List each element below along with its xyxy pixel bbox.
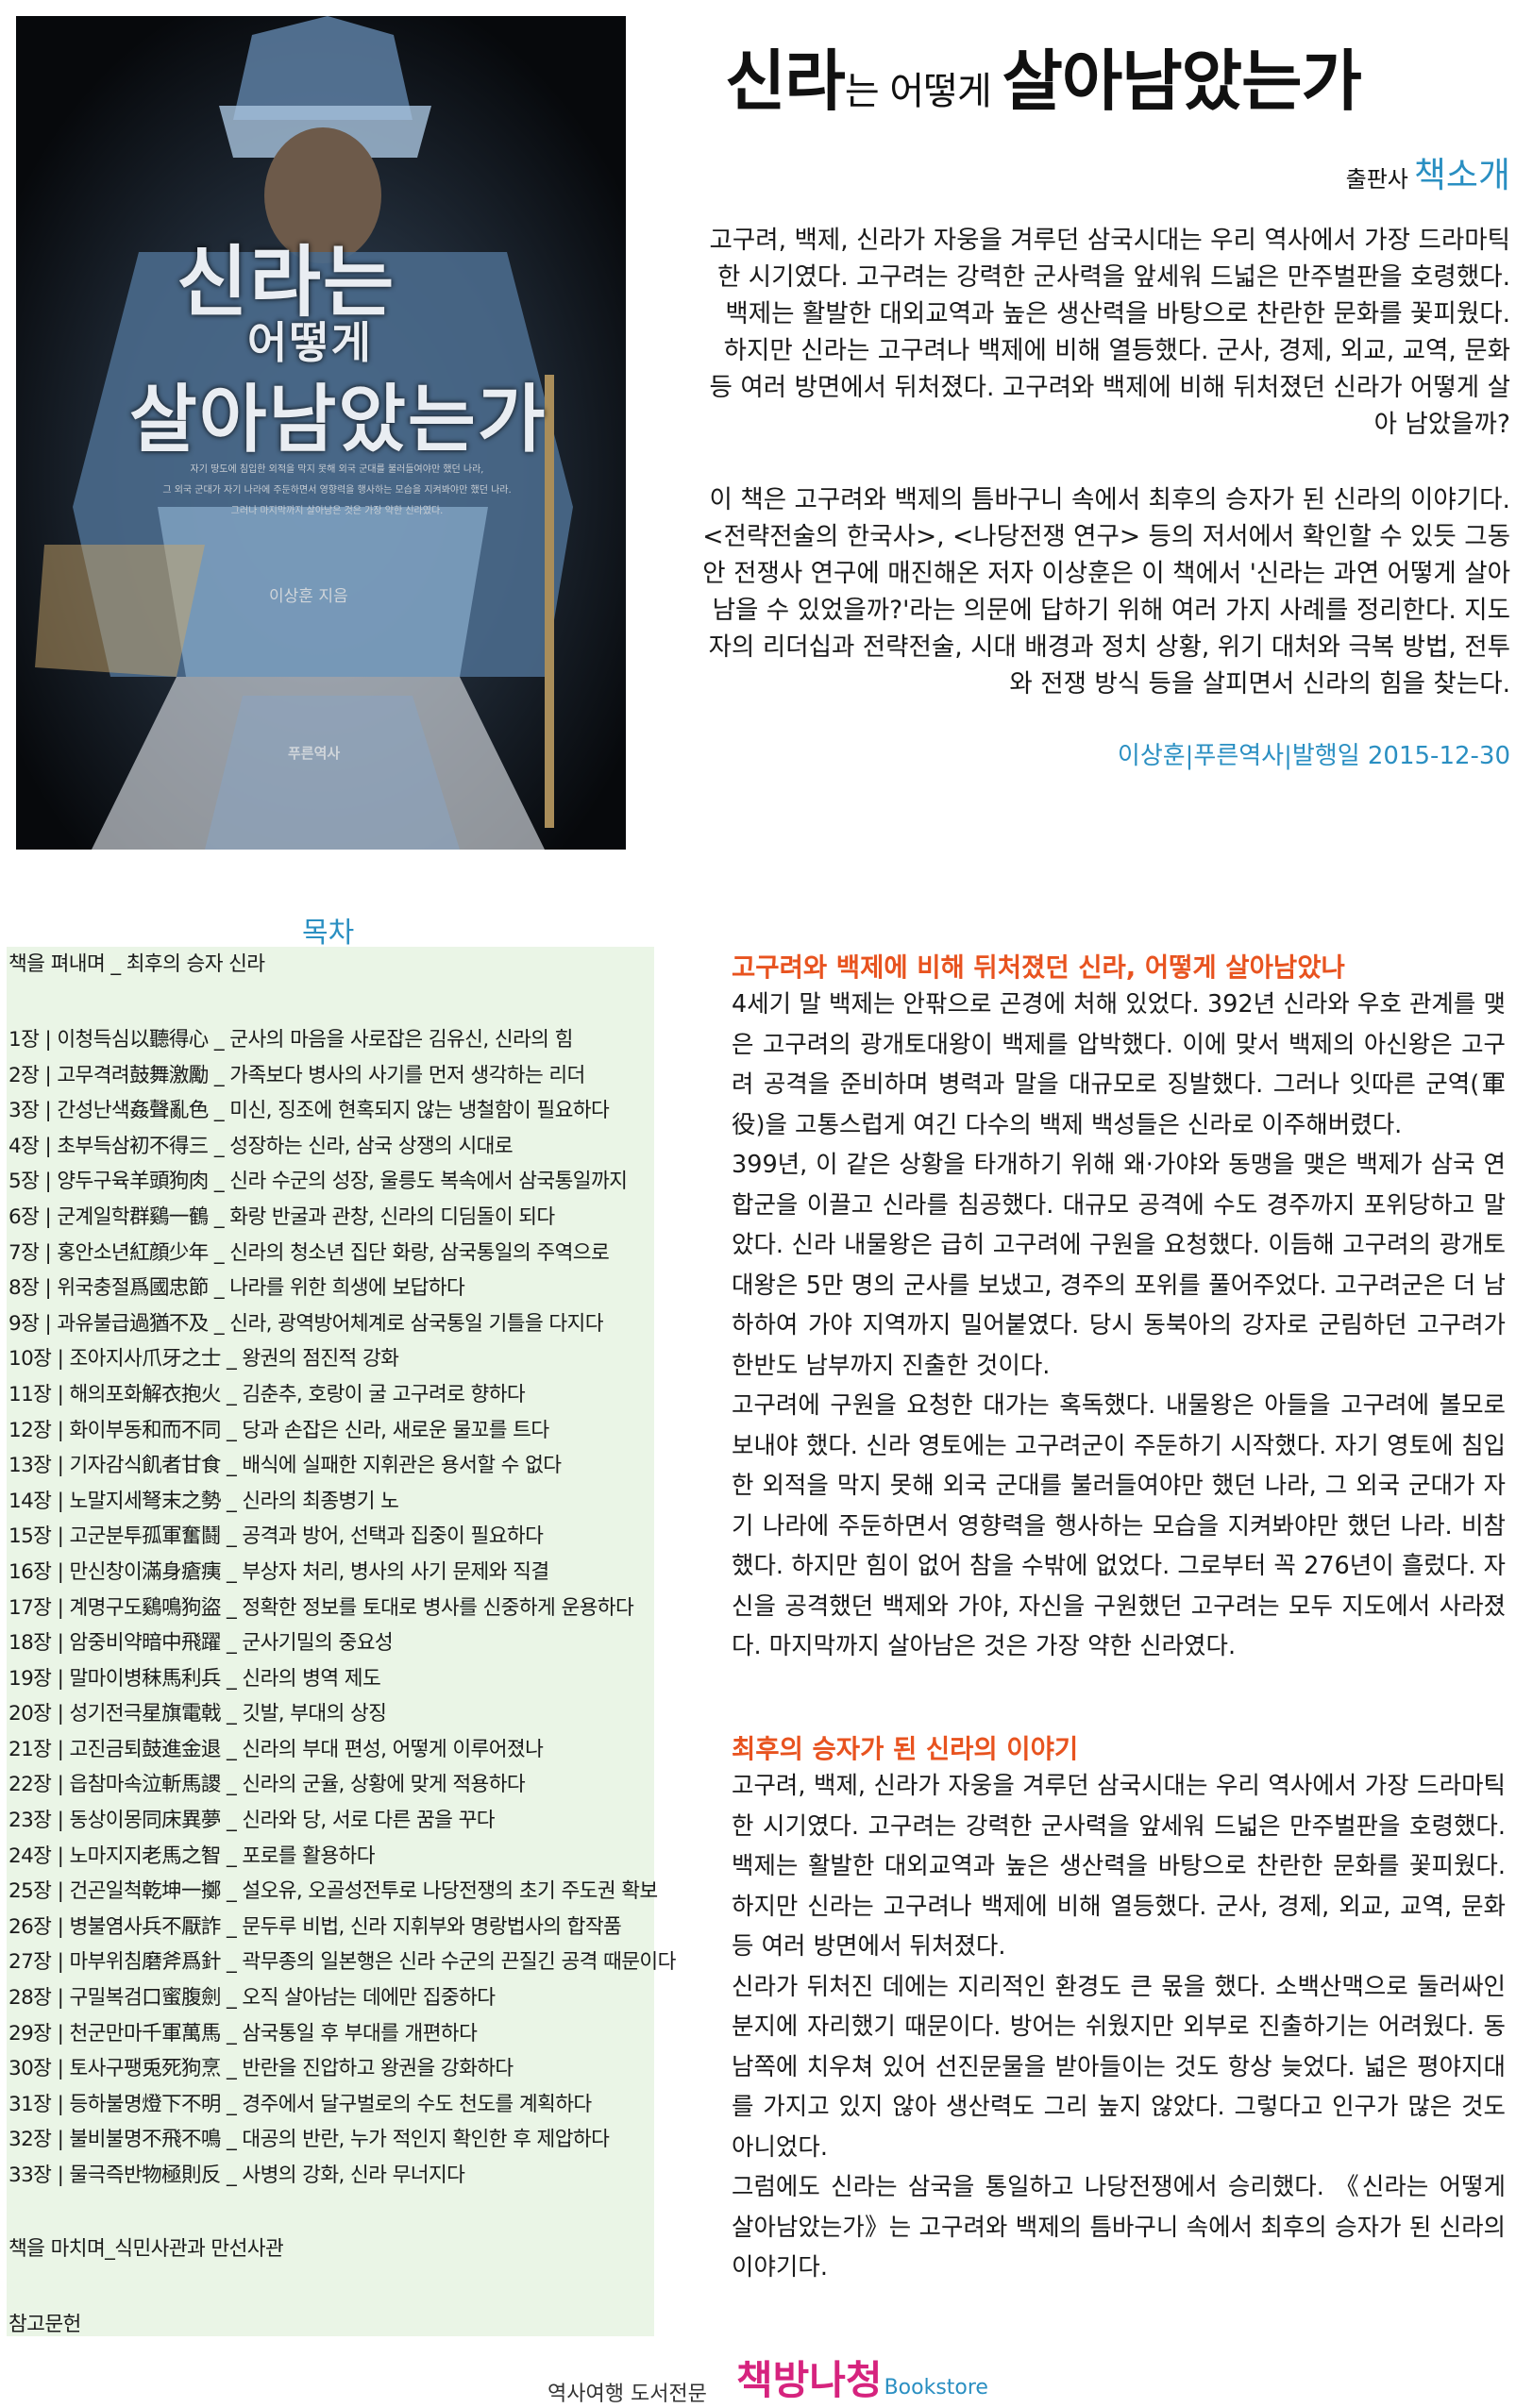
toc-references: 참고문헌 bbox=[8, 2312, 81, 2336]
cover-title-line2: 어떻게 bbox=[247, 317, 373, 368]
title-part: 신라 bbox=[725, 42, 846, 120]
book-cover-image: 신라는 어떻게 살아남았는가 자기 땅도에 침입한 외적을 막지 못해 외국 군… bbox=[16, 16, 626, 850]
section-body: 4세기 말 백제는 안팎으로 곤경에 처해 있었다. 392년 신라와 우호 관… bbox=[732, 985, 1506, 1667]
toc-item: 2장 | 고무격려鼓舞激勵 _ 가족보다 병사의 사기를 먼저 생각하는 리더 bbox=[8, 1063, 585, 1087]
toc-item: 28장 | 구밀복검口蜜腹劍 _ 오직 살아남는 데에만 집중하다 bbox=[8, 1986, 496, 2011]
toc-spacer bbox=[8, 2269, 660, 2307]
toc-background bbox=[7, 947, 654, 2336]
section-paragraph: 고구려, 백제, 신라가 자웅을 겨루던 삼국시대는 우리 역사에서 가장 드라… bbox=[732, 1772, 1506, 1961]
toc-item: 8장 | 위국충절爲國忠節 _ 나라를 위한 희생에 보답하다 bbox=[8, 1276, 465, 1301]
toc-item: 6장 | 군계일학群鷄一鶴 _ 화랑 반굴과 관창, 신라의 디딤돌이 되다 bbox=[8, 1204, 555, 1229]
toc-item: 13장 | 기자감식飢者甘食 _ 배식에 실패한 지휘관은 용서할 수 없다 bbox=[8, 1454, 562, 1478]
section-heading: 고구려와 백제에 비해 뒤처졌던 신라, 어떻게 살아남았나 bbox=[732, 952, 1345, 983]
toc-spacer bbox=[8, 985, 660, 1022]
section-body: 고구려, 백제, 신라가 자웅을 겨루던 삼국시대는 우리 역사에서 가장 드라… bbox=[732, 1766, 1506, 2288]
intro-paragraph: 이 책은 고구려와 백제의 틈바구니 속에서 최후의 승자가 된 신라의 이야기… bbox=[702, 485, 1510, 699]
toc-item: 29장 | 천군만마千軍萬馬 _ 삼국통일 후 부대를 개편하다 bbox=[8, 2021, 478, 2046]
toc-item: 20장 | 성기전극星旗電戟 _ 깃발, 부대의 상징 bbox=[8, 1702, 387, 1726]
title-part: 살아남았는가 bbox=[1002, 42, 1361, 120]
toc-item: 27장 | 마부위침磨斧爲針 _ 곽무종의 일본행은 신라 수군의 끈질긴 공격… bbox=[8, 1950, 676, 1975]
toc-item: 25장 | 건곤일척乾坤一擲 _ 설오유, 오골성전투로 나당전쟁의 초기 주도… bbox=[8, 1879, 658, 1904]
page-title: 신라는 어떻게 살아남았는가 bbox=[725, 28, 1508, 124]
toc-item: 4장 | 초부득삼初不得三 _ 성장하는 신라, 삼국 상쟁의 시대로 bbox=[8, 1134, 514, 1158]
toc-item: 10장 | 조아지사爪牙之士 _ 왕권의 점진적 강화 bbox=[8, 1347, 399, 1372]
toc-item: 32장 | 불비불명不飛不鳴 _ 대공의 반란, 누가 적인지 확인한 후 제압… bbox=[8, 2128, 610, 2152]
cover-author: 이상훈 지음 bbox=[269, 587, 348, 606]
toc-item: 15장 | 고군분투孤軍奮鬪 _ 공격과 방어, 선택과 집중이 필요하다 bbox=[8, 1524, 544, 1549]
toc-item: 7장 | 홍안소년紅顔少年 _ 신라의 청소년 집단 화랑, 삼국통일의 주역으… bbox=[8, 1240, 610, 1265]
toc-item: 23장 | 동상이몽同床異夢 _ 신라와 당, 서로 다른 꿈을 꾸다 bbox=[8, 1809, 496, 1833]
toc-preface: 책을 펴내며 _ 최후의 승자 신라 bbox=[8, 952, 265, 976]
publication-info: 이상훈|푸른역사|발행일 2015-12-30 bbox=[1117, 742, 1510, 770]
intro-heading-label: 출판사 bbox=[1345, 166, 1408, 193]
toc-item: 26장 | 병불염사兵不厭詐 _ 문두루 비법, 신라 지휘부와 명랑법사의 합… bbox=[8, 1914, 622, 1939]
section-paragraph: 399년, 이 같은 상황을 타개하기 위해 왜·가야와 동맹을 맺은 백제가 … bbox=[732, 1151, 1506, 1380]
toc-item: 12장 | 화이부동和而不同 _ 당과 손잡은 신라, 새로운 물꼬를 트다 bbox=[8, 1418, 549, 1442]
section-paragraph: 신라가 뒤처진 데에는 지리적인 환경도 큰 몫을 했다. 소백산맥으로 둘러싸… bbox=[732, 1972, 1506, 2162]
cover-description-line: 자기 땅도에 침입한 외적을 막지 못해 외국 군대를 불러들여야만 했던 나라… bbox=[190, 464, 484, 475]
intro-paragraph: 고구려, 백제, 신라가 자웅을 겨루던 삼국시대는 우리 역사에서 가장 드라… bbox=[709, 226, 1510, 439]
section-paragraph: 4세기 말 백제는 안팎으로 곤경에 처해 있었다. 392년 신라와 우호 관… bbox=[732, 990, 1506, 1139]
toc-item: 3장 | 간성난색姦聲亂色 _ 미신, 징조에 현혹되지 않는 냉철함이 필요하… bbox=[8, 1099, 610, 1123]
toc-item: 11장 | 해의포화解衣抱火 _ 김춘추, 호랑이 굴 고구려로 향하다 bbox=[8, 1382, 526, 1406]
cover-description: 자기 땅도에 침입한 외적을 막지 못해 외국 군대를 불러들여야만 했던 나라… bbox=[106, 460, 568, 522]
toc-spacer bbox=[8, 2194, 660, 2231]
cover-title-line3: 살아남았는가 bbox=[129, 377, 547, 463]
section-paragraph: 고구려에 구원을 요청한 대가는 혹독했다. 내물왕은 아들을 고구려에 볼모로… bbox=[732, 1391, 1506, 1660]
cover-title-line1: 신라는 bbox=[177, 237, 396, 328]
toc-list: 책을 펴내며 _ 최후의 승자 신라 1장 | 이청득심以聽得心 _ 군사의 마… bbox=[8, 947, 676, 2342]
toc-item: 5장 | 양두구육羊頭狗肉 _ 신라 수군의 성장, 울릉도 복속에서 삼국통일… bbox=[8, 1170, 628, 1194]
toc-item: 31장 | 등하불명燈下不明 _ 경주에서 달구벌로의 수도 천도를 계획하다 bbox=[8, 2092, 592, 2116]
cover-publisher: 푸른역사 bbox=[288, 745, 341, 762]
bookstore-logo-text: 책방나청 bbox=[736, 2357, 883, 2403]
toc-item: 30장 | 토사구팽兎死狗烹 _ 반란을 진압하고 왕권을 강화하다 bbox=[8, 2057, 514, 2081]
section-heading: 최후의 승자가 된 신라의 이야기 bbox=[732, 1734, 1079, 1764]
toc-item: 33장 | 물극즉반物極則反 _ 사병의 강화, 신라 무너지다 bbox=[8, 2164, 465, 2187]
title-part: 어떻게 bbox=[878, 70, 1002, 113]
toc-item: 1장 | 이청득심以聽得心 _ 군사의 마음을 사로잡은 김유신, 신라의 힘 bbox=[8, 1028, 573, 1052]
bookstore-logo-en: Bookstore bbox=[884, 2376, 988, 2400]
section-paragraph: 그럼에도 신라는 삼국을 통일하고 나당전쟁에서 승리했다. 《신라는 어떻게 … bbox=[732, 2173, 1506, 2282]
toc-item: 18장 | 암중비약暗中飛躍 _ 군사기밀의 중요성 bbox=[8, 1631, 394, 1656]
toc-item: 9장 | 과유불급過猶不及 _ 신라, 광역방어체계로 삼국통일 기틀을 다지다 bbox=[8, 1311, 604, 1336]
toc-item: 19장 | 말마이병秣馬利兵 _ 신라의 병역 제도 bbox=[8, 1666, 381, 1691]
toc-item: 22장 | 읍참마속泣斬馬謖 _ 신라의 군율, 상황에 맞게 적용하다 bbox=[8, 1773, 526, 1797]
toc-item: 14장 | 노말지세弩末之勢 _ 신라의 최종병기 노 bbox=[8, 1489, 399, 1513]
toc-item: 16장 | 만신창이滿身瘡痍 _ 부상자 처리, 병사의 사기 문제와 직결 bbox=[8, 1559, 549, 1584]
footer-tagline: 역사여행 도서전문 bbox=[547, 2383, 707, 2406]
cover-illustration bbox=[16, 16, 626, 850]
toc-title: 목차 bbox=[302, 917, 355, 950]
footer: 역사여행 도서전문 책방나청Bookstore bbox=[547, 2341, 1491, 2407]
bookstore-logo: 책방나청Bookstore bbox=[736, 2349, 988, 2406]
toc-epilogue: 책을 마치며_식민사관과 만선사관 bbox=[8, 2236, 284, 2261]
toc-item: 24장 | 노마지지老馬之智 _ 포로를 활용하다 bbox=[8, 1844, 375, 1868]
toc-item: 17장 | 계명구도鷄鳴狗盜 _ 정확한 정보를 토대로 병사를 신중하게 운용… bbox=[8, 1595, 634, 1620]
cover-description-line: 그 외국 군대가 자기 나라에 주둔하면서 영향력을 행사하는 모습을 지켜봐야… bbox=[162, 485, 512, 496]
intro-heading-title: 책소개 bbox=[1413, 155, 1510, 195]
title-part: 는 bbox=[844, 70, 880, 113]
toc-item: 21장 | 고진금퇴鼓進金退 _ 신라의 부대 편성, 어떻게 이루어졌나 bbox=[8, 1737, 544, 1761]
cover-description-line: 그러나 마지막까지 살아남은 것은 가장 약한 신라였다. bbox=[230, 506, 444, 516]
